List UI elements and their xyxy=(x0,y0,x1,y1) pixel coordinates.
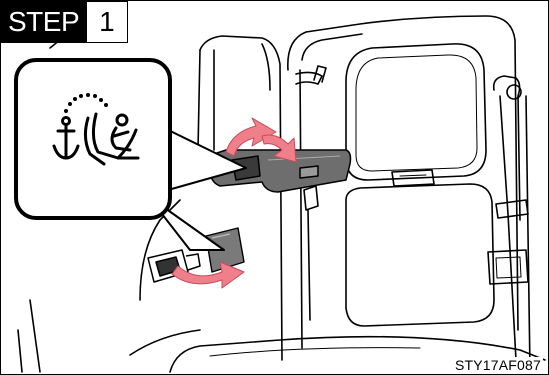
step-label: STEP xyxy=(2,2,86,42)
step-number: 1 xyxy=(86,2,127,42)
step-badge: STEP 1 xyxy=(1,1,128,43)
figure-code: STY17AF087 xyxy=(453,357,543,373)
